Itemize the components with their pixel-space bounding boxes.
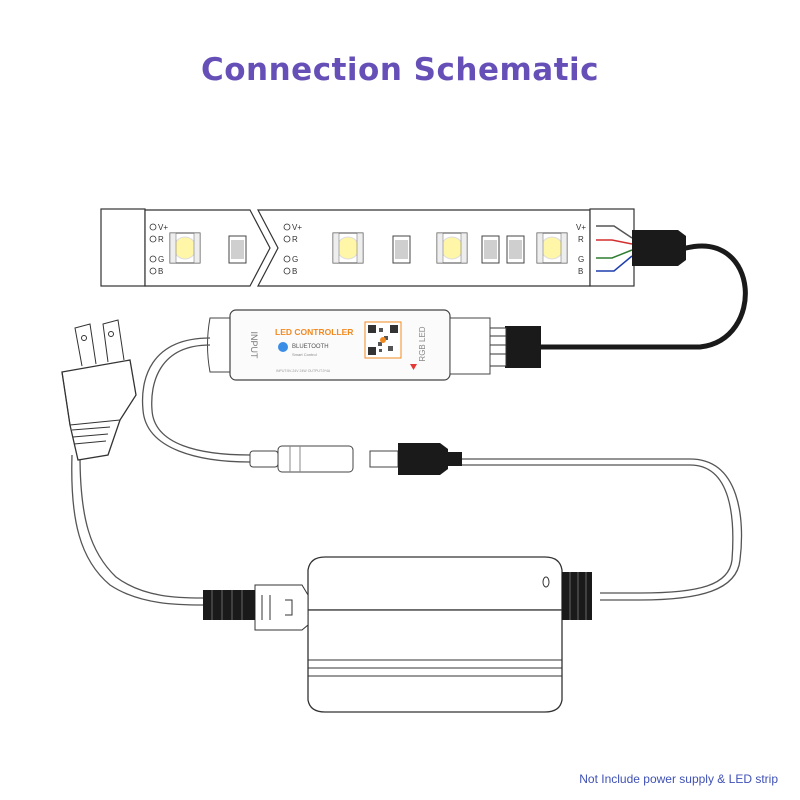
dc-jack-female bbox=[249, 445, 354, 473]
controller-input-cable-inner bbox=[151, 344, 251, 456]
led-chip bbox=[332, 232, 364, 264]
resistor bbox=[392, 235, 411, 264]
dc-jack-male bbox=[369, 443, 462, 475]
pin-label: R bbox=[292, 235, 298, 244]
pin-label: G bbox=[292, 255, 298, 264]
strip-connector bbox=[589, 208, 635, 287]
resistor bbox=[506, 235, 525, 264]
bluetooth-icon bbox=[278, 342, 288, 352]
strip-plug bbox=[632, 230, 686, 266]
rgb-output-connector bbox=[489, 326, 541, 368]
resistor bbox=[228, 235, 247, 264]
resistor bbox=[481, 235, 500, 264]
strip-wires bbox=[596, 225, 633, 272]
led-controller: INPUT LED CONTROLLER BLUETOOTH Smart Con… bbox=[207, 309, 491, 381]
controller-label: LED CONTROLLER bbox=[275, 327, 353, 337]
ac-plug bbox=[61, 319, 137, 461]
ac-cable-inner bbox=[79, 454, 204, 599]
pin-label: V+ bbox=[158, 223, 168, 232]
pin-label: V+ bbox=[292, 223, 302, 232]
strip-segment-left bbox=[144, 209, 271, 287]
led-indicator-icon bbox=[542, 576, 550, 588]
controller-output-label: RGB LED bbox=[418, 326, 427, 361]
ac-cable-outline bbox=[71, 454, 204, 606]
pin-label: G bbox=[158, 255, 164, 264]
power-adapter bbox=[203, 556, 592, 713]
controller-bottom-text: INPUT:5V-24V 24W OUTPUT:3*4A bbox=[276, 369, 331, 373]
strip-pin-labels-2: V+ R G B bbox=[283, 223, 302, 276]
footnote: Not Include power supply & LED strip bbox=[579, 772, 778, 786]
strip-pin-labels-1: V+ R G B bbox=[149, 223, 168, 276]
page-title: Connection Schematic bbox=[200, 52, 600, 88]
dc-cable-inner bbox=[462, 464, 734, 594]
led-chip bbox=[536, 232, 568, 264]
pin-label: V+ bbox=[576, 223, 586, 232]
pin-label: B bbox=[578, 267, 583, 276]
pin-label: R bbox=[578, 235, 584, 244]
led-strip: V+ R G B V+ R G B V+ R G B bbox=[100, 208, 686, 287]
controller-input-cable-outline bbox=[141, 337, 251, 463]
led-chip bbox=[169, 232, 201, 264]
controller-small-text: Smart Control bbox=[292, 352, 317, 357]
strip-pin-labels-3: V+ R G B bbox=[576, 223, 586, 276]
qr-code bbox=[364, 321, 402, 359]
strip-end-cap bbox=[100, 208, 146, 287]
strip-cable bbox=[537, 243, 748, 350]
pin-label: G bbox=[578, 255, 584, 264]
controller-input-label: INPUT bbox=[249, 332, 259, 360]
strip-segment-right bbox=[257, 209, 591, 287]
pin-label: R bbox=[158, 235, 164, 244]
led-chip bbox=[436, 232, 468, 264]
dc-cable-outline bbox=[462, 458, 743, 601]
pin-label: B bbox=[158, 267, 163, 276]
pin-label: B bbox=[292, 267, 297, 276]
brand-mark-icon bbox=[410, 364, 417, 370]
controller-subtitle: BLUETOOTH bbox=[292, 344, 329, 350]
